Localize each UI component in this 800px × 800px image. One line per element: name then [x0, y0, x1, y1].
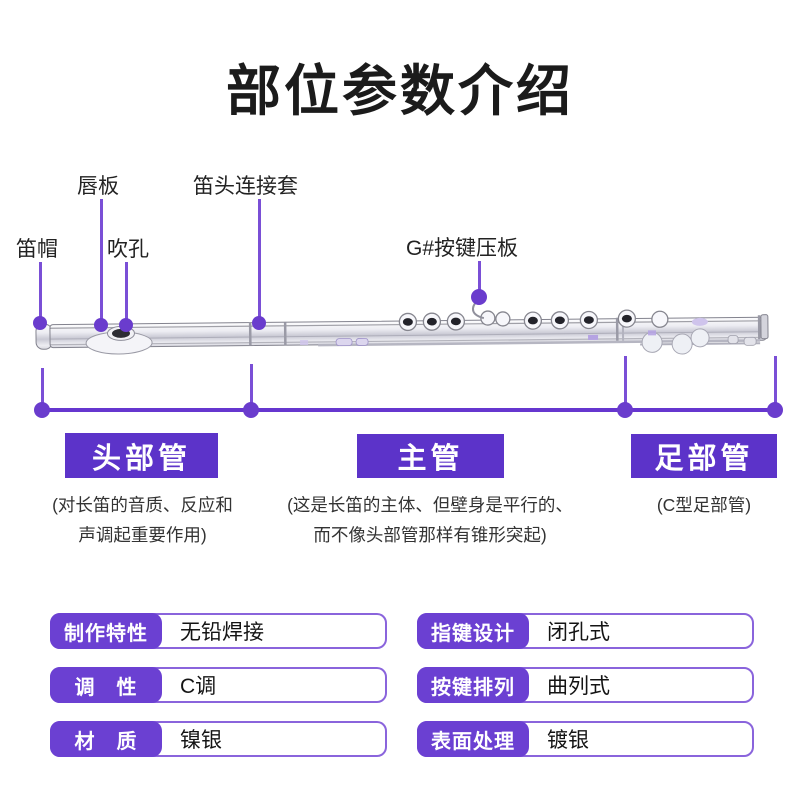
callout-dot-lip-plate	[94, 318, 108, 332]
bracket-line-head-start	[41, 368, 44, 410]
spec-label-key-layout: 按键排列	[417, 667, 529, 703]
spec-value-craft: 无铅焊接	[180, 621, 264, 644]
spec-row-key-layout: 按键排列 曲列式	[417, 667, 754, 703]
callout-label-crown: 笛帽	[16, 238, 58, 261]
section-header-head-joint: 头部管	[65, 433, 218, 478]
spec-row-key-tonality: 调 性 C调	[50, 667, 387, 703]
spec-label-key-tonality: 调 性	[50, 667, 162, 703]
spec-label-surface: 表面处理	[417, 721, 529, 757]
bracket-line-foot-end	[774, 356, 777, 410]
spec-label-craft: 制作特性	[50, 613, 162, 649]
desc-line: (C型足部管)	[656, 495, 752, 515]
section-header-main-body: 主管	[357, 434, 504, 478]
spec-value-key-design: 闭孔式	[547, 621, 610, 644]
section-desc-head-joint: (对长笛的音质、反应和 声调起重要作用)	[15, 490, 270, 550]
bracket-line-head-end	[250, 364, 253, 410]
spec-row-surface: 表面处理 镀银	[417, 721, 754, 757]
callout-dot-gsharp-key	[471, 289, 487, 305]
callout-line-gsharp-key	[478, 261, 481, 293]
section-desc-foot-joint: (C型足部管)	[628, 490, 780, 520]
bracket-dot-2	[243, 402, 259, 418]
bracket-dot-3	[617, 402, 633, 418]
desc-line: 声调起重要作用)	[78, 525, 207, 545]
spec-row-craft: 制作特性 无铅焊接	[50, 613, 387, 649]
callout-label-lip-plate: 唇板	[77, 175, 119, 198]
spec-row-material: 材 质 镍银	[50, 721, 387, 757]
callout-dot-blow-hole	[119, 318, 133, 332]
callout-line-lip-plate	[100, 199, 103, 322]
callout-dot-connector	[252, 316, 266, 330]
callout-label-gsharp-key: G#按键压板	[406, 237, 519, 260]
spec-label-material: 材 质	[50, 721, 162, 757]
section-header-foot-joint: 足部管	[631, 434, 777, 478]
spec-value-material: 镍银	[180, 729, 222, 752]
section-desc-main-body: (这是长笛的主体、但壁身是平行的、 而不像头部管那样有锥形突起)	[255, 490, 605, 550]
callout-line-connector	[258, 199, 261, 320]
flute-illustration	[35, 299, 769, 355]
callout-label-blow-hole: 吹孔	[107, 238, 149, 261]
callout-dot-crown	[33, 316, 47, 330]
bracket-dot-1	[34, 402, 50, 418]
spec-label-key-design: 指键设计	[417, 613, 529, 649]
desc-line: (这是长笛的主体、但壁身是平行的、	[287, 495, 573, 515]
spec-value-surface: 镀银	[547, 729, 589, 752]
callout-line-blow-hole	[125, 262, 128, 322]
desc-line: (对长笛的音质、反应和	[52, 495, 233, 515]
spec-value-key-tonality: C调	[180, 675, 217, 698]
bracket-dot-4	[767, 402, 783, 418]
callout-label-connector: 笛头连接套	[193, 175, 298, 198]
bracket-line-body-end	[624, 356, 627, 410]
page-title: 部位参数介绍	[225, 60, 574, 122]
desc-line: 而不像头部管那样有锥形突起)	[313, 525, 547, 545]
bracket-baseline	[42, 408, 775, 412]
spec-value-key-layout: 曲列式	[547, 675, 610, 698]
spec-row-key-design: 指键设计 闭孔式	[417, 613, 754, 649]
callout-line-crown	[39, 262, 42, 320]
